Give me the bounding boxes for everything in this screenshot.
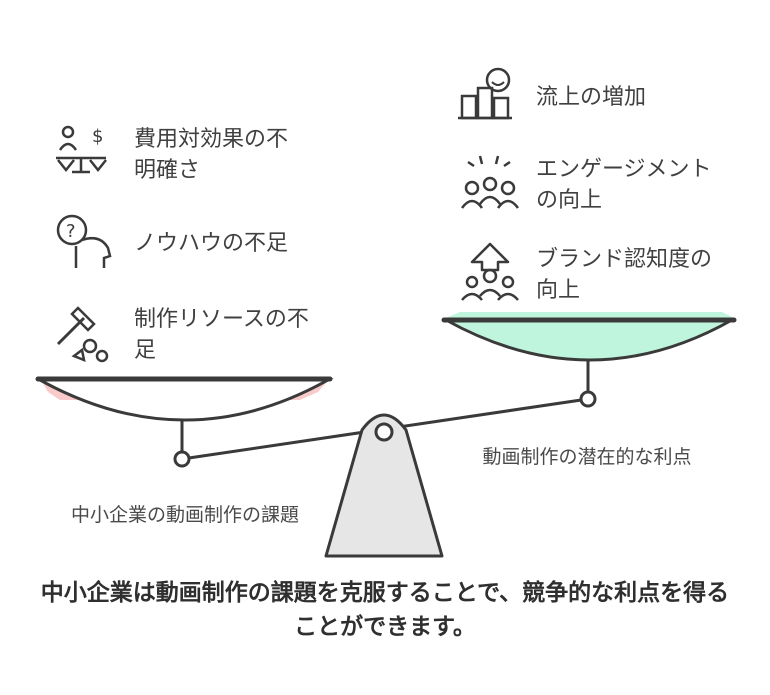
svg-text:$: $ <box>92 126 103 147</box>
left-item-1: $ 費用対効果の不明確さ <box>54 122 314 186</box>
right-pan <box>441 312 737 362</box>
brand-awareness-icon <box>461 242 519 301</box>
left-pan <box>35 376 334 422</box>
left-item-2: ? ノウハウの不足 <box>54 212 334 272</box>
resources-icon <box>56 306 109 363</box>
right-item-2: エンゲージメントの向上 <box>458 152 738 216</box>
right-item-label: エンゲージメントの向上 <box>536 157 712 213</box>
traffic-increase-icon <box>458 67 512 120</box>
engagement-icon <box>460 155 520 209</box>
left-item-label: 制作リソースの不足 <box>134 307 309 363</box>
left-item-label: ノウハウの不足 <box>134 231 289 256</box>
left-caption: 中小企業の動画制作の課題 <box>70 504 299 526</box>
cost-effectiveness-icon: $ <box>56 125 107 174</box>
conclusion-text: 中小企業は動画制作の課題を克服することで、競争的な利点を得ることができます。 <box>40 580 730 640</box>
left-item-3: 制作リソースの不足 <box>54 302 324 366</box>
right-item-1: 流上の増加 <box>458 67 738 124</box>
left-pivot <box>173 450 191 468</box>
left-item-label: 費用対効果の不明確さ <box>134 127 289 183</box>
right-item-label: ブランド認知度の向上 <box>536 247 713 303</box>
know-how-icon: ? <box>56 214 112 268</box>
right-pivot <box>579 390 597 408</box>
right-caption: 動画制作の潜在的な利点 <box>482 446 692 468</box>
svg-text:?: ? <box>66 221 76 242</box>
right-item-3: ブランド認知度の向上 <box>458 242 738 306</box>
scale-stand <box>324 413 444 558</box>
right-item-label: 流上の増加 <box>536 85 647 110</box>
